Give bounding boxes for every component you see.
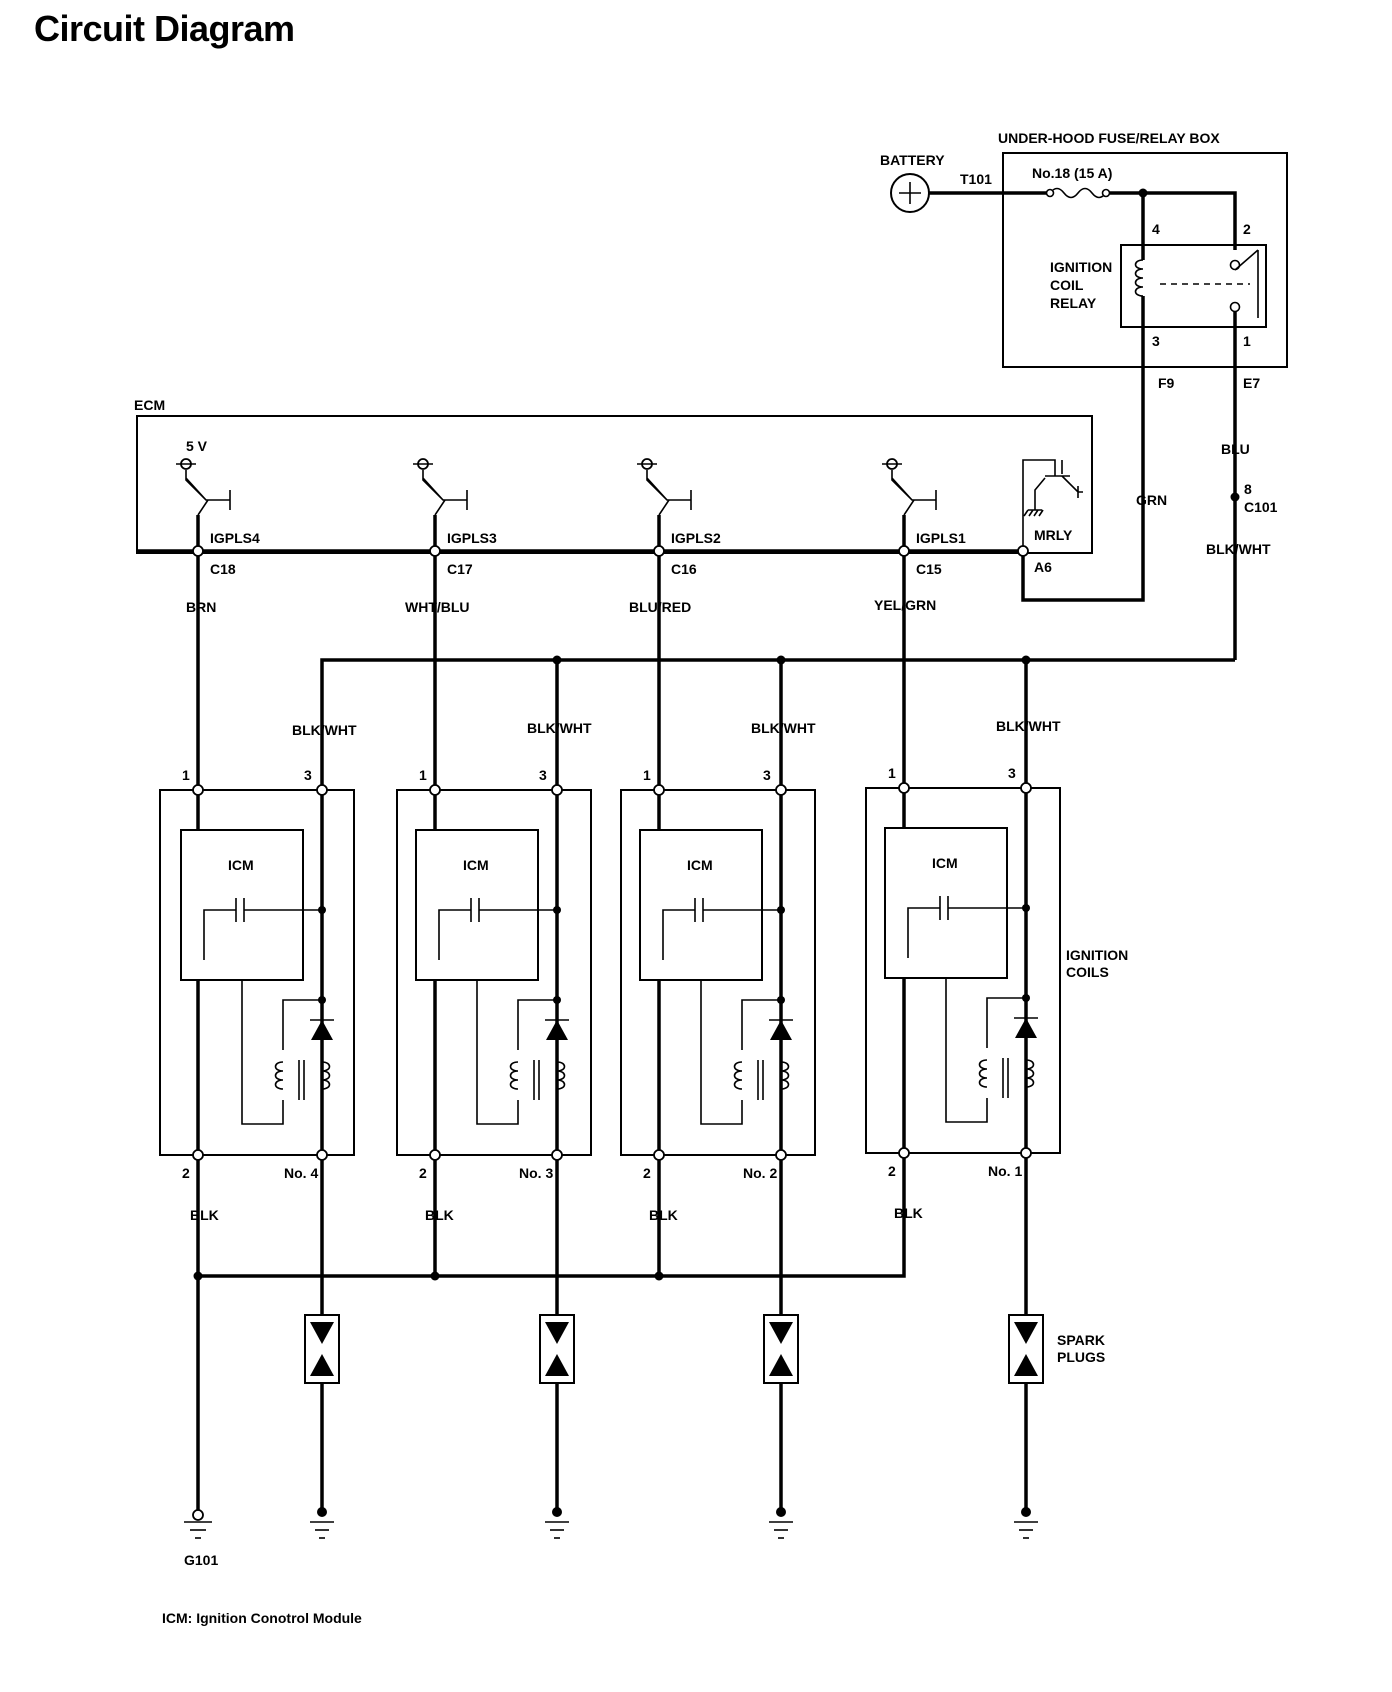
relay-pin-4: 4 bbox=[1152, 221, 1160, 237]
coil-pin-3: 3 bbox=[539, 767, 547, 783]
spark-plug-no4 bbox=[304, 1160, 340, 1539]
wire-wht-blu: WHT/BLU bbox=[405, 599, 470, 615]
ignition-coil-no2: ICM 1 3 2 No. 2 bbox=[620, 767, 816, 1181]
wire-blk-2: BLK bbox=[649, 1207, 678, 1223]
connector-c17: C17 bbox=[447, 561, 473, 577]
battery-label: BATTERY bbox=[880, 152, 945, 168]
spark-plugs-label-1: SPARK bbox=[1057, 1332, 1105, 1348]
connector-c16: C16 bbox=[671, 561, 697, 577]
ecm-label: ECM bbox=[134, 397, 165, 413]
terminal-t101: T101 bbox=[960, 171, 992, 187]
connector-f9: F9 bbox=[1158, 375, 1175, 391]
ecm-a6-label: A6 bbox=[1034, 559, 1052, 575]
relay-label-line3: RELAY bbox=[1050, 295, 1097, 311]
fuse-relay-box bbox=[1002, 152, 1288, 368]
relay-pin-3: 3 bbox=[1152, 333, 1160, 349]
wire-grn: GRN bbox=[1136, 492, 1167, 508]
icm-label: ICM bbox=[463, 857, 489, 873]
spark-plugs-label-2: PLUGS bbox=[1057, 1349, 1105, 1365]
coil-name: No. 3 bbox=[519, 1165, 553, 1181]
coil-pin-3: 3 bbox=[763, 767, 771, 783]
wire-blk-4: BLK bbox=[190, 1207, 219, 1223]
wire-blu: BLU bbox=[1221, 441, 1250, 457]
ignition-coil-no3: ICM 1 3 2 No. 3 bbox=[396, 767, 592, 1181]
spark-plug-no2 bbox=[763, 1160, 799, 1539]
wire-blk-1: BLK bbox=[894, 1205, 923, 1221]
signal-igpls2: IGPLS2 bbox=[671, 530, 721, 546]
ecm-5v-label: 5 V bbox=[186, 438, 208, 454]
pin-c18 bbox=[192, 545, 204, 557]
ignition-coil-no4: ICM 1 3 2 No. 4 bbox=[159, 767, 355, 1181]
ignition-coil-relay bbox=[1120, 244, 1267, 328]
icm-box bbox=[180, 829, 304, 981]
relay-coil-symbol bbox=[1134, 259, 1144, 297]
wire-blk-wht-3: BLK/WHT bbox=[527, 720, 592, 736]
fuse-box-label: UNDER-HOOD FUSE/RELAY BOX bbox=[998, 130, 1220, 146]
ignition-coils-label-1: IGNITION bbox=[1066, 947, 1128, 963]
wire-blk-3: BLK bbox=[425, 1207, 454, 1223]
icm-box bbox=[884, 827, 1008, 979]
icm-box bbox=[639, 829, 763, 981]
wire-brn: BRN bbox=[186, 599, 216, 615]
connector-c101-dot bbox=[1230, 492, 1240, 502]
coil-pin-2: 2 bbox=[643, 1165, 651, 1181]
pin-c16 bbox=[653, 545, 665, 557]
ignition-coil-no1: ICM 1 3 2 No. 1 bbox=[865, 765, 1061, 1179]
relay-label-line1: IGNITION bbox=[1050, 259, 1112, 275]
coil-pin-1: 1 bbox=[419, 767, 427, 783]
connector-c15: C15 bbox=[916, 561, 942, 577]
spark-plug-no3 bbox=[539, 1160, 575, 1539]
ecm-output-igpls2: IGPLS2 C16 bbox=[637, 458, 721, 577]
mrly-driver: MRLY bbox=[1022, 459, 1083, 552]
signal-igpls1: IGPLS1 bbox=[916, 530, 966, 546]
icm-label: ICM bbox=[932, 855, 958, 871]
coil-pin-2: 2 bbox=[888, 1163, 896, 1179]
ground-label: G101 bbox=[184, 1552, 218, 1568]
wire-blk-wht-1: BLK/WHT bbox=[996, 718, 1061, 734]
icm-label: ICM bbox=[687, 857, 713, 873]
mrly-label: MRLY bbox=[1034, 527, 1073, 543]
signal-igpls3: IGPLS3 bbox=[447, 530, 497, 546]
c101-label: C101 bbox=[1244, 499, 1278, 515]
ecm-box bbox=[136, 415, 1093, 554]
fuse-label: No.18 (15 A) bbox=[1032, 165, 1112, 181]
coil-pin-2: 2 bbox=[182, 1165, 190, 1181]
coil-pin-1: 1 bbox=[888, 765, 896, 781]
spark-plug-no1 bbox=[1008, 1158, 1044, 1539]
coil-name: No. 4 bbox=[284, 1165, 318, 1181]
coil-pin-1: 1 bbox=[182, 767, 190, 783]
connector-e7: E7 bbox=[1243, 375, 1260, 391]
relay-label-line2: COIL bbox=[1050, 277, 1084, 293]
c101-pin: 8 bbox=[1244, 481, 1252, 497]
pin-c15 bbox=[898, 545, 910, 557]
connector-c18: C18 bbox=[210, 561, 236, 577]
ground-g101-icon bbox=[184, 1509, 212, 1539]
pin-c17 bbox=[429, 545, 441, 557]
icm-label: ICM bbox=[228, 857, 254, 873]
coil-name: No. 2 bbox=[743, 1165, 777, 1181]
ignition-coils-label-2: COILS bbox=[1066, 964, 1109, 980]
relay-pin-2: 2 bbox=[1243, 221, 1251, 237]
wire-blk-wht-4: BLK/WHT bbox=[292, 722, 357, 738]
coil-name: No. 1 bbox=[988, 1163, 1022, 1179]
icm-box bbox=[415, 829, 539, 981]
fuse-symbol bbox=[1049, 187, 1107, 199]
coil-pin-1: 1 bbox=[643, 767, 651, 783]
relay-pin-1: 1 bbox=[1243, 333, 1251, 349]
coil-pin-2: 2 bbox=[419, 1165, 427, 1181]
signal-igpls4: IGPLS4 bbox=[210, 530, 260, 546]
page-title: Circuit Diagram bbox=[34, 8, 295, 49]
ecm-output-igpls1: IGPLS1 C15 bbox=[882, 458, 966, 577]
coil-pin-3: 3 bbox=[304, 767, 312, 783]
ecm-output-igpls3: IGPLS3 C17 bbox=[413, 458, 497, 577]
coil-pin-3: 3 bbox=[1008, 765, 1016, 781]
wire-blk-wht-2: BLK/WHT bbox=[751, 720, 816, 736]
battery: BATTERY bbox=[880, 152, 945, 213]
footnote: ICM: Ignition Conotrol Module bbox=[162, 1610, 362, 1626]
ecm-output-igpls4: IGPLS4 C18 bbox=[176, 458, 260, 577]
wire-blk-wht-main: BLK/WHT bbox=[1206, 541, 1271, 557]
